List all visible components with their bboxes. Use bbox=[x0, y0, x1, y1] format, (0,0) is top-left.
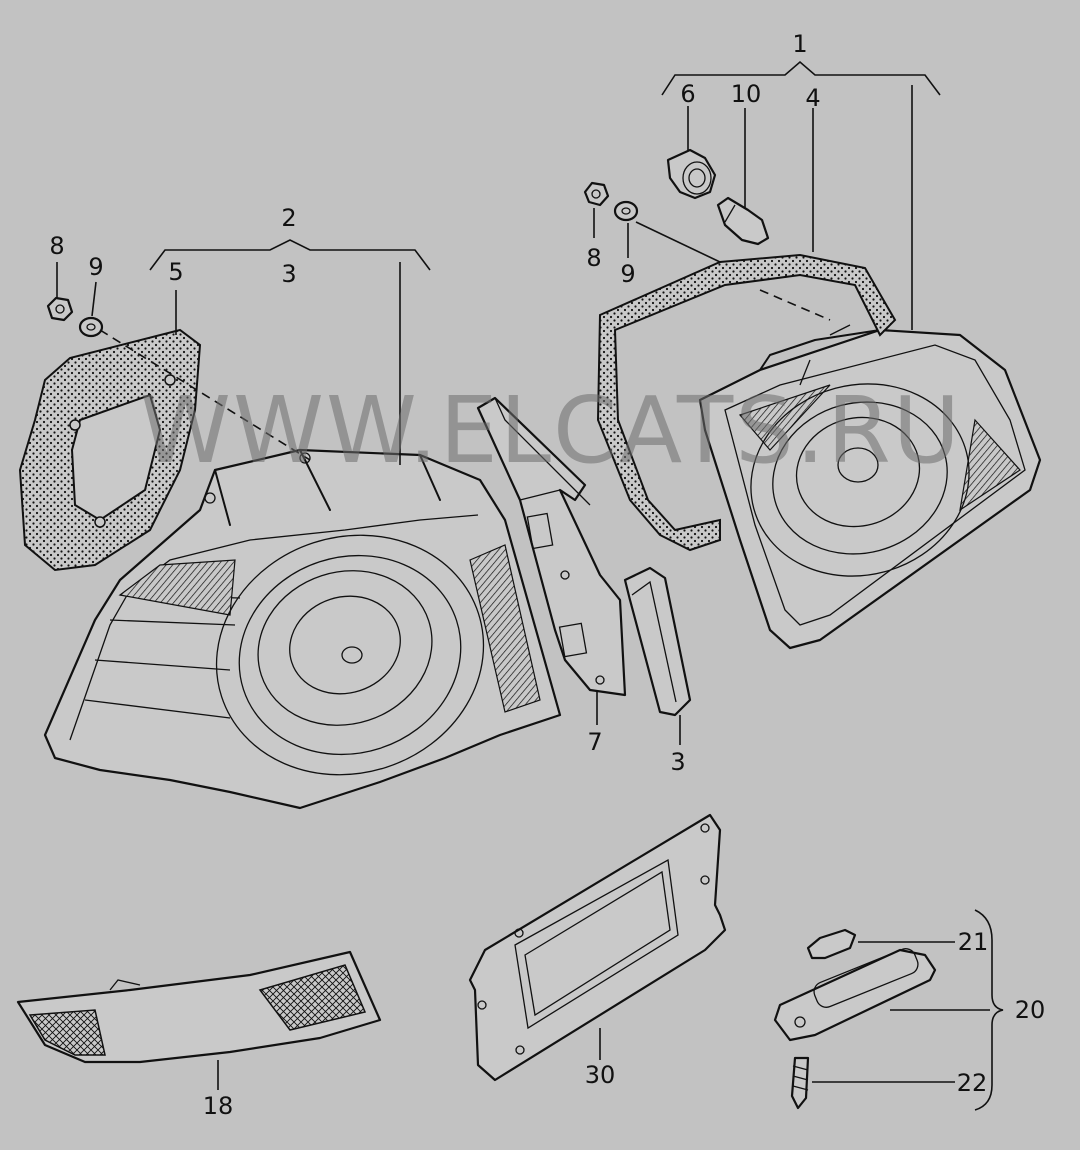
part-label-7: 7 bbox=[587, 728, 602, 756]
part-label-8-right: 8 bbox=[586, 244, 601, 272]
part-label-3-lower: 3 bbox=[670, 748, 685, 776]
bulb bbox=[716, 196, 770, 246]
part-label-6: 6 bbox=[680, 80, 695, 108]
part-label-18: 18 bbox=[203, 1092, 234, 1120]
part-label-8-left: 8 bbox=[49, 232, 64, 260]
nut-left bbox=[46, 296, 74, 322]
part-label-9-right: 9 bbox=[620, 260, 635, 288]
festoon-bulb bbox=[806, 928, 857, 960]
inner-light-lens-rings bbox=[750, 383, 970, 577]
small-reflector bbox=[623, 566, 692, 717]
screw bbox=[790, 1056, 810, 1110]
licence-lamp bbox=[773, 948, 937, 1042]
part-label-3-upper: 3 bbox=[281, 260, 296, 288]
part-label-30: 30 bbox=[585, 1061, 616, 1089]
part-numbers: 2 3 8 9 5 1 6 10 4 8 9 7 3 18 30 21 20 2… bbox=[49, 30, 1045, 1120]
watermark: WWW.ELCATS.RU bbox=[140, 377, 962, 484]
bracket bbox=[476, 396, 627, 697]
nut-right bbox=[583, 181, 610, 207]
part-label-10: 10 bbox=[731, 80, 762, 108]
side-reflector bbox=[16, 950, 382, 1064]
part-label-21: 21 bbox=[958, 928, 989, 956]
gasket-right bbox=[596, 253, 897, 552]
bulb-holder bbox=[666, 148, 717, 200]
washer-left bbox=[78, 316, 104, 338]
washer-right bbox=[613, 200, 639, 222]
part-label-5: 5 bbox=[168, 258, 183, 286]
inner-tail-light bbox=[698, 324, 1042, 650]
part-label-2: 2 bbox=[281, 204, 296, 232]
outer-light-lens-rings bbox=[215, 534, 485, 776]
part-label-4: 4 bbox=[805, 84, 820, 112]
part-label-20: 20 bbox=[1015, 996, 1046, 1024]
part-label-1: 1 bbox=[792, 30, 807, 58]
part-label-22: 22 bbox=[957, 1069, 988, 1097]
leader-lines bbox=[56, 60, 1004, 1111]
outer-tail-light bbox=[43, 448, 562, 810]
part-label-9-left: 9 bbox=[88, 253, 103, 281]
plate-base bbox=[468, 813, 727, 1082]
gasket-left bbox=[18, 328, 202, 572]
